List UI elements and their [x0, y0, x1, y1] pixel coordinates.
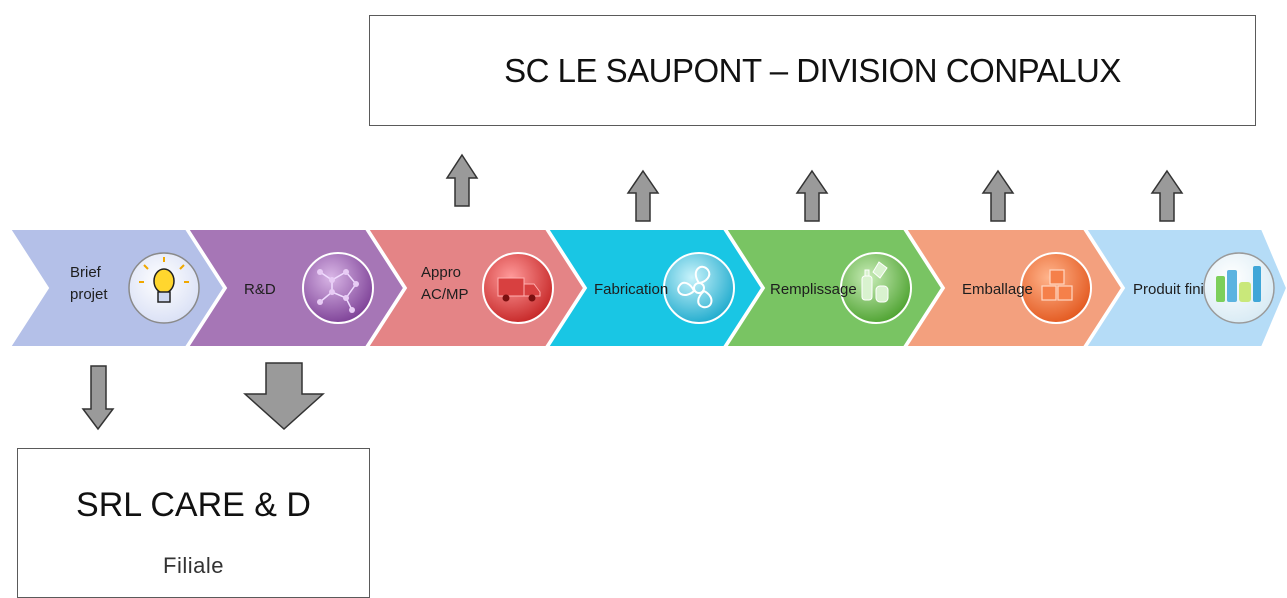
boxes-icon — [1020, 252, 1092, 324]
truck-icon — [482, 252, 554, 324]
subsidiary-box: SRL CARE & D Filiale — [17, 448, 370, 598]
step-fabrication-label: Fabrication — [594, 281, 668, 298]
down-arrow-brief — [81, 365, 115, 431]
up-arrow-remplissage — [795, 169, 829, 222]
step-remplissage-label: Remplissage — [770, 281, 857, 298]
step-appro-label-2: AC/MP — [421, 286, 469, 303]
process-flow: Brief projet R&D Appro AC/MP Fabrication… — [8, 153, 1287, 431]
up-arrow-appro — [445, 153, 479, 207]
subsidiary-title: SRL CARE & D — [76, 486, 311, 524]
step-brief-label-2: projet — [70, 286, 108, 303]
subsidiary-subtitle: Filiale — [163, 553, 224, 578]
step-brief-label-1: Brief — [70, 264, 102, 281]
up-arrow-fabrication — [626, 169, 660, 222]
up-arrow-produit — [1150, 169, 1184, 222]
lightbulb-icon — [128, 252, 200, 324]
up-arrow-emballage — [981, 169, 1015, 222]
down-arrow-rd — [243, 362, 325, 431]
step-produit-label: Produit fini — [1133, 281, 1204, 298]
step-appro-label-1: Appro — [421, 264, 461, 281]
fan-icon — [663, 252, 735, 324]
step-rd-label: R&D — [244, 281, 276, 298]
products-icon — [1203, 252, 1275, 324]
bottles-icon — [840, 252, 912, 324]
step-emballage-label: Emballage — [962, 281, 1033, 298]
division-title: SC LE SAUPONT – DIVISION CONPALUX — [504, 51, 1121, 89]
molecule-icon — [302, 252, 374, 324]
division-box: SC LE SAUPONT – DIVISION CONPALUX — [369, 15, 1256, 126]
